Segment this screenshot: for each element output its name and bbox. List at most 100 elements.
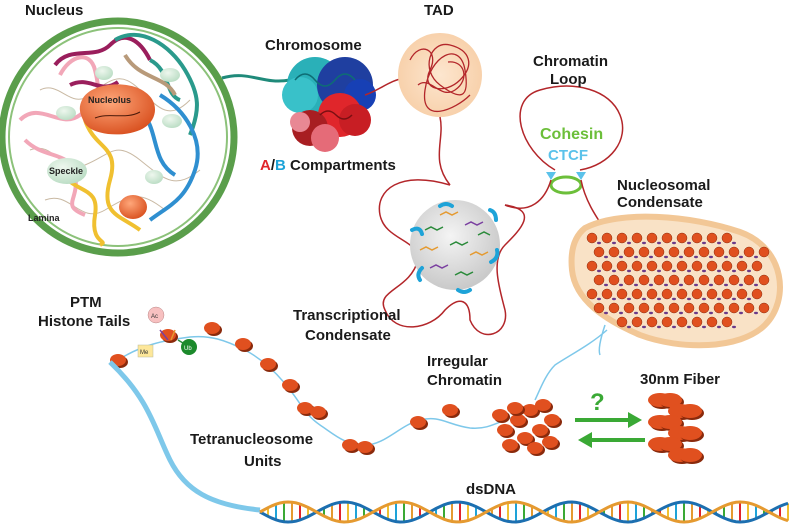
condensate-nucleosome	[646, 260, 658, 272]
irregular-nucleosome	[532, 424, 550, 438]
condensate-nucleosome	[691, 288, 703, 300]
condensate-nucleosome	[706, 260, 718, 272]
nucleus-to-chromosome-link	[221, 74, 291, 83]
condensate-nucleosome	[601, 232, 613, 244]
irregular-chromatin-cluster	[492, 399, 562, 456]
chain-nucleosome	[410, 416, 428, 430]
ub-mark	[181, 339, 197, 355]
condensate-nucleosome	[751, 288, 763, 300]
condensate-nucleosome	[676, 288, 688, 300]
cohesin-label: Cohesin	[540, 126, 603, 143]
irregular-nucleosome	[492, 409, 510, 423]
condensate-nucleosome	[668, 246, 680, 258]
equilibrium-arrows	[575, 412, 645, 448]
chain-nucleosome	[342, 439, 360, 453]
tad-illustration	[398, 33, 482, 117]
chromatin-loop-label-1: Chromatin	[533, 53, 608, 70]
nucleosomal-condensate-label-1: Nucleosomal	[617, 177, 710, 194]
nucleolus-label: Nucleolus	[88, 95, 131, 105]
condensate-nucleosome	[638, 246, 650, 258]
irregular-chromatin-label-1: Irregular	[427, 353, 488, 370]
tetranucleosome-label-1: Tetranucleosome	[190, 431, 313, 448]
condensate-nucleosome	[676, 232, 688, 244]
condensate-nucleosome	[616, 288, 628, 300]
irregular-nucleosome	[527, 442, 545, 456]
condensate-nucleosome	[608, 274, 620, 286]
condensate-nucleosome	[623, 246, 635, 258]
nucleus-illustration	[0, 17, 238, 257]
condensate-nucleosome	[661, 232, 673, 244]
irregular-nucleosome	[510, 414, 528, 428]
nucleolus-body	[79, 84, 156, 135]
condensate-nucleosome	[758, 274, 770, 286]
ub-label: Ub	[184, 346, 192, 352]
chain-nucleosome	[357, 441, 375, 455]
irregular-nucleosome	[542, 436, 560, 450]
fiber-nucleosome	[678, 404, 704, 420]
ab-compartments-label: A/B Compartments	[260, 157, 396, 174]
condensate-nucleosome	[653, 246, 665, 258]
condensate-nucleosome	[646, 288, 658, 300]
tad-label: TAD	[424, 2, 454, 19]
condensate-nucleosome	[683, 302, 695, 314]
fiber-30nm-label: 30nm Fiber	[640, 371, 720, 388]
condensate-nucleosome	[676, 316, 688, 328]
chain-nucleosome	[204, 322, 222, 336]
speckle-label: Speckle	[49, 166, 83, 176]
chromosome-label: Chromosome	[265, 37, 362, 54]
condensate-nucleosome	[758, 302, 770, 314]
chromatin-loop-label-2: Loop	[550, 71, 587, 88]
question-mark: ?	[590, 389, 605, 416]
condensate-nucleosome	[623, 274, 635, 286]
transcriptional-condensate-illustration	[378, 179, 526, 336]
condensate-nucleosome	[676, 260, 688, 272]
chain-nucleosome	[260, 358, 278, 372]
condensate-nucleosome	[728, 274, 740, 286]
irregular-nucleosome	[522, 404, 540, 418]
condensate-nucleosome	[586, 260, 598, 272]
chain-nucleosome	[310, 406, 328, 420]
condensate-nucleosome	[721, 288, 733, 300]
condensate-nucleosome	[586, 232, 598, 244]
condensate-nucleosome	[616, 316, 628, 328]
condensate-nucleosome	[706, 232, 718, 244]
condensate-nucleosome	[646, 232, 658, 244]
dna-strand-lead	[108, 360, 261, 513]
condensate-nucleosome	[608, 246, 620, 258]
condensate-nucleosome	[593, 302, 605, 314]
irregular-chromatin-label-2: Chromatin	[427, 372, 502, 389]
condensate-nucleosome	[743, 302, 755, 314]
condensate-nucleosome	[593, 246, 605, 258]
condensate-nucleosome	[616, 260, 628, 272]
condensate-nucleosome	[623, 302, 635, 314]
irregular-nucleosome	[502, 439, 520, 453]
condensate-nucleosome	[661, 316, 673, 328]
condensate-nucleosome	[728, 246, 740, 258]
condensate-nucleosome	[631, 316, 643, 328]
irregular-nucleosome	[535, 399, 553, 413]
condensate-nucleosome	[713, 246, 725, 258]
tetranucleosome-label-2: Units	[244, 453, 282, 470]
condensate-nucleosome	[668, 274, 680, 286]
me-label: Me	[140, 350, 149, 356]
nucleosomal-condensate-label-2: Condensate	[617, 194, 703, 211]
condensate-nucleosome	[691, 232, 703, 244]
fiber-nucleosome	[678, 448, 704, 464]
condensate-nucleosome	[698, 302, 710, 314]
condensate-nucleosome	[743, 274, 755, 286]
transcriptional-condensate-label-1: Transcriptional	[293, 307, 401, 324]
condensate-nucleosome	[638, 274, 650, 286]
condensate-nucleosome	[683, 246, 695, 258]
chain-nucleosome	[235, 338, 253, 352]
ac-mark	[147, 306, 165, 324]
fiber-30nm-illustration	[648, 393, 704, 464]
ctcf-label: CTCF	[548, 147, 588, 164]
condensate-nucleosome	[691, 260, 703, 272]
condensate-nucleosome	[736, 260, 748, 272]
condensate-nucleosome	[713, 302, 725, 314]
condensate-nucleosome	[713, 274, 725, 286]
irregular-nucleosome	[507, 402, 525, 416]
dsdna-helix	[259, 500, 789, 524]
speckle-blob	[95, 66, 113, 80]
condensate-nucleosome	[653, 274, 665, 286]
